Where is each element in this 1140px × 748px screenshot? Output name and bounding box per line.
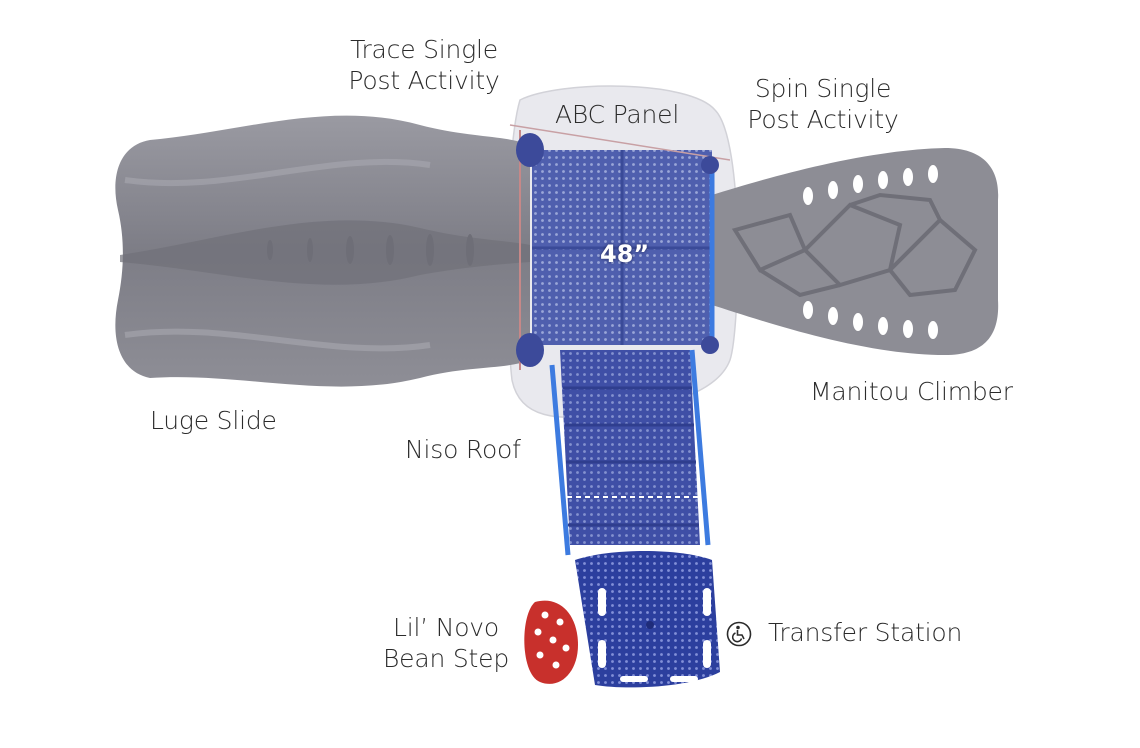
label-trace-single-post-activity: Trace Single Post Activity (340, 34, 508, 96)
label-trace-line2: Post Activity (348, 66, 500, 95)
post-top-right (701, 156, 719, 174)
transfer-station-shape (575, 551, 720, 688)
label-spin-line1: Spin Single (754, 74, 892, 103)
label-lil-novo-bean-step: Lil’ Novo Bean Step (376, 612, 516, 674)
bean-step-shape (524, 600, 578, 684)
label-niso-roof: Niso Roof (405, 435, 521, 464)
label-transfer-station: Transfer Station (768, 618, 963, 647)
deck-dimension-label: 48” (600, 240, 650, 268)
label-spin-line2: Post Activity (747, 105, 899, 134)
stairs (549, 349, 711, 556)
label-lil-novo-line1: Lil’ Novo (392, 613, 499, 642)
label-manitou-climber: Manitou Climber (810, 377, 1013, 406)
wheelchair-accessible-icon (726, 621, 752, 647)
label-trace-line1: Trace Single (350, 35, 498, 64)
climber-holds (803, 165, 938, 339)
label-abc-panel: ABC Panel (555, 100, 680, 129)
post-bottom-right (701, 336, 719, 354)
post-bottom-left (516, 333, 544, 367)
label-luge-slide: Luge Slide (150, 406, 277, 435)
label-lil-novo-line2: Bean Step (383, 644, 509, 673)
label-spin-single-post-activity: Spin Single Post Activity (738, 73, 908, 135)
post-top-left (516, 133, 544, 167)
